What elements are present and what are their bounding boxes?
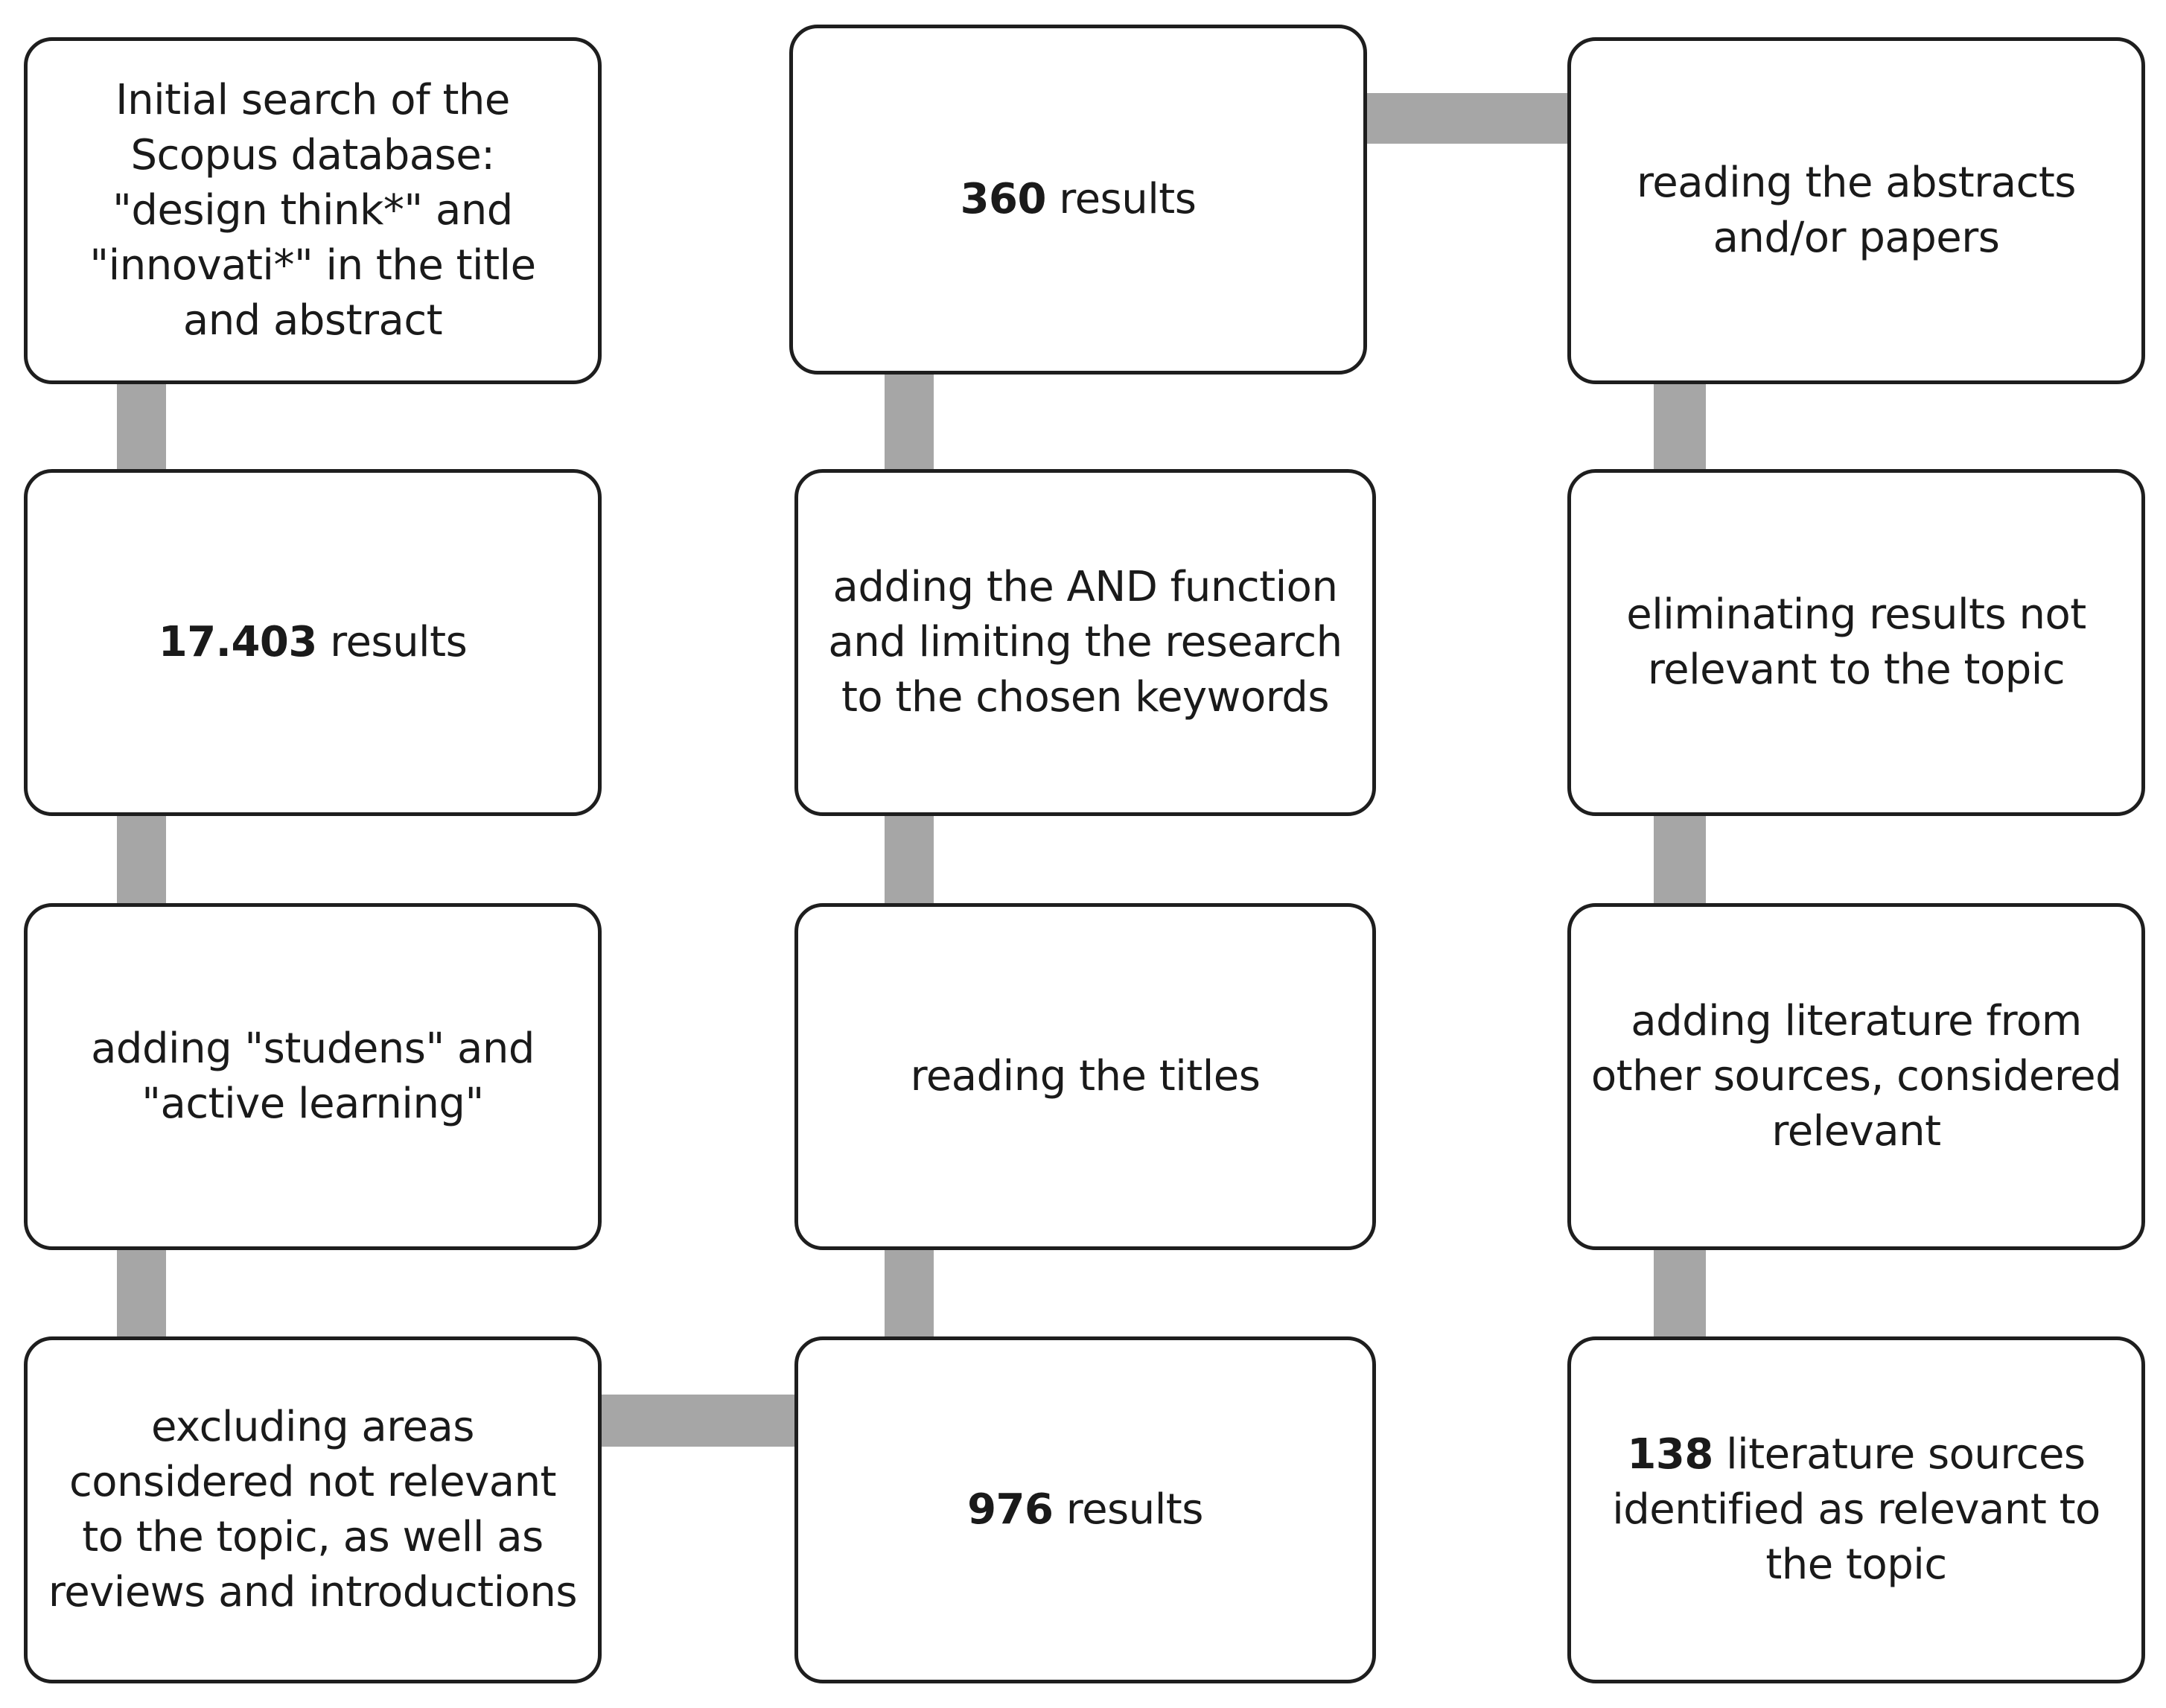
step-results-17403-label: 17.403 results <box>159 615 468 670</box>
step-reading-abstracts: reading the abstracts and/or papers <box>1567 37 2145 384</box>
connector-reading-abstracts-to-eliminating <box>1654 380 1706 474</box>
step-results-17403: 17.403 results <box>24 469 602 816</box>
step-adding-literature: adding literature from other sources, co… <box>1567 903 2145 1250</box>
result-count: 976 <box>967 1485 1054 1535</box>
result-count: 138 <box>1627 1430 1713 1479</box>
connector-reading-titles-to-adding-and <box>885 812 934 908</box>
step-results-360-label: 360 results <box>961 172 1197 227</box>
result-suffix: literature sources identified as relevan… <box>1612 1430 2100 1589</box>
step-initial-search-text: Initial search of the Scopus database: "… <box>89 76 536 345</box>
step-eliminating-results: eliminating results not relevant to the … <box>1567 469 2145 816</box>
connector-17403-to-adding-students <box>117 812 166 908</box>
result-suffix: results <box>316 618 468 667</box>
step-final-sources: 138 literature sources identified as rel… <box>1567 1336 2145 1683</box>
step-adding-students-text: adding "studens" and "active learning" <box>91 1025 535 1128</box>
connector-adding-literature-to-138 <box>1654 1246 1706 1341</box>
result-suffix: results <box>1053 1485 1204 1535</box>
step-reading-abstracts-text: reading the abstracts and/or papers <box>1637 159 2076 262</box>
step-excluding-areas-text: excluding areas considered not relevant … <box>48 1403 578 1616</box>
step-reading-titles-text: reading the titles <box>910 1052 1261 1101</box>
connector-adding-students-to-excluding <box>117 1246 166 1341</box>
step-eliminating-results-text: eliminating results not relevant to the … <box>1626 590 2086 694</box>
connector-excluding-to-976 <box>597 1395 799 1447</box>
step-excluding-areas: excluding areas considered not relevant … <box>24 1336 602 1683</box>
result-count: 360 <box>960 175 1047 224</box>
step-initial-search: Initial search of the Scopus database: "… <box>24 37 602 384</box>
step-adding-students: adding "studens" and "active learning" <box>24 903 602 1250</box>
connector-360-to-reading-abstracts <box>1363 93 1572 144</box>
connector-search-to-17403 <box>117 380 166 474</box>
step-final-sources-label: 138 literature sources identified as rel… <box>1590 1427 2122 1593</box>
connector-adding-and-to-360 <box>885 370 934 474</box>
result-count: 17.403 <box>158 618 318 667</box>
step-reading-titles: reading the titles <box>794 903 1376 1250</box>
step-adding-and-function: adding the AND function and limiting the… <box>794 469 1376 816</box>
result-suffix: results <box>1046 175 1197 224</box>
step-results-976: 976 results <box>794 1336 1376 1683</box>
step-adding-literature-text: adding literature from other sources, co… <box>1590 997 2122 1156</box>
step-results-976-label: 976 results <box>967 1482 1203 1537</box>
step-adding-and-function-text: adding the AND function and limiting the… <box>828 563 1342 721</box>
connector-eliminating-to-adding-literature <box>1654 812 1706 908</box>
step-results-360: 360 results <box>789 25 1367 375</box>
connector-976-to-reading-titles <box>885 1246 934 1341</box>
